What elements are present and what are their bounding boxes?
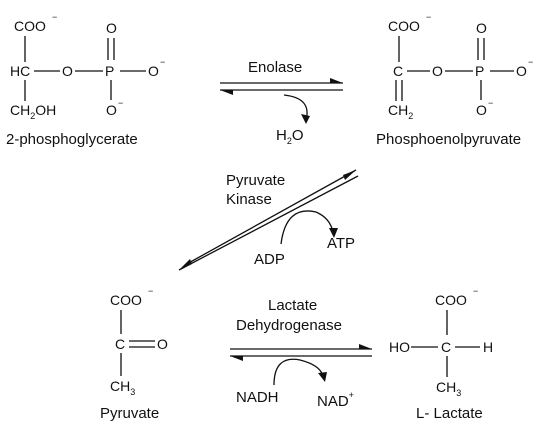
charge-label: − — [528, 57, 533, 67]
enzyme-label: Enolase — [248, 59, 302, 76]
arrowhead — [230, 356, 243, 361]
arrowhead — [220, 90, 233, 95]
arrowhead — [330, 78, 343, 83]
charge-label: − — [148, 286, 153, 296]
oxygen-right: O — [148, 63, 159, 79]
charge-label: − — [118, 98, 123, 108]
charge-label: − — [473, 286, 478, 296]
reaction-pyruvate-kinase: Pyruvate Kinase ADP ATP — [178, 169, 359, 271]
oxygen-bottom: O — [476, 102, 487, 118]
cofactor-curve — [273, 358, 324, 386]
molecule-l-lactate: COO − HO C H CH3 L- Lactate — [389, 286, 493, 422]
ch3-label: CH3 — [436, 379, 461, 398]
arrowhead — [359, 344, 372, 349]
compound-name: Phosphoenolpyruvate — [376, 131, 521, 148]
phosphorus-label: P — [475, 63, 484, 79]
arrowhead — [179, 259, 192, 270]
enzyme-label: Dehydrogenase — [236, 317, 342, 334]
hydrogen-label: H — [483, 339, 493, 355]
hydroxyl-label: HO — [389, 339, 410, 355]
carbon-label: C — [393, 63, 403, 79]
charge-label: − — [52, 12, 57, 22]
carboxylate-label: COO — [388, 18, 420, 34]
ch2-label: CH2 — [388, 102, 413, 121]
arrowhead — [301, 114, 310, 124]
water-label: H2O — [276, 127, 304, 146]
cofactor-curve — [280, 210, 334, 245]
charge-label: − — [488, 98, 493, 108]
carbon-label: C — [441, 339, 451, 355]
molecule-2-phosphoglycerate: COO − HC O P O O − O − CH2OH 2-phosphogl… — [6, 12, 165, 148]
compound-name: 2-phosphoglycerate — [6, 131, 138, 148]
nad-label: NAD+ — [317, 390, 354, 410]
oxygen-top: O — [106, 20, 117, 36]
adp-label: ADP — [254, 251, 285, 268]
enzyme-label: Lactate — [268, 297, 317, 314]
atp-label: ATP — [327, 235, 355, 252]
molecule-pyruvate: COO − C O CH3 Pyruvate — [100, 286, 168, 422]
hc-label: HC — [10, 63, 30, 79]
compound-name: Pyruvate — [100, 405, 159, 422]
carbon-label: C — [115, 336, 125, 352]
bridging-oxygen: O — [432, 63, 443, 79]
enzyme-label: Kinase — [226, 191, 272, 208]
forward-arrow — [184, 169, 357, 266]
molecule-phosphoenolpyruvate: COO − C O P O O − O − CH2 Phosphoenolpyr… — [376, 12, 533, 148]
ch3-label: CH3 — [110, 378, 135, 397]
arrowhead — [343, 170, 356, 180]
charge-label: − — [160, 57, 165, 67]
nadh-label: NADH — [236, 389, 279, 406]
charge-label: − — [426, 12, 431, 22]
phosphorus-label: P — [105, 63, 114, 79]
reverse-arrow — [178, 175, 359, 271]
arrowhead — [318, 372, 327, 382]
oxygen-top: O — [476, 20, 487, 36]
compound-name: L- Lactate — [416, 405, 483, 422]
bridging-oxygen: O — [62, 63, 73, 79]
reaction-enolase: Enolase H2O — [220, 59, 343, 146]
carboxylate-label: COO — [14, 18, 46, 34]
arrowhead — [329, 228, 338, 238]
oxygen-label: O — [157, 336, 168, 352]
reaction-lactate-dehydrogenase: Lactate Dehydrogenase NADH NAD+ — [230, 297, 372, 410]
enzyme-label: Pyruvate — [226, 172, 285, 189]
ch2oh-label: CH2OH — [10, 102, 56, 121]
carboxylate-label: COO — [110, 292, 142, 308]
carboxylate-label: COO — [435, 292, 467, 308]
oxygen-bottom: O — [106, 102, 117, 118]
oxygen-right: O — [516, 63, 527, 79]
